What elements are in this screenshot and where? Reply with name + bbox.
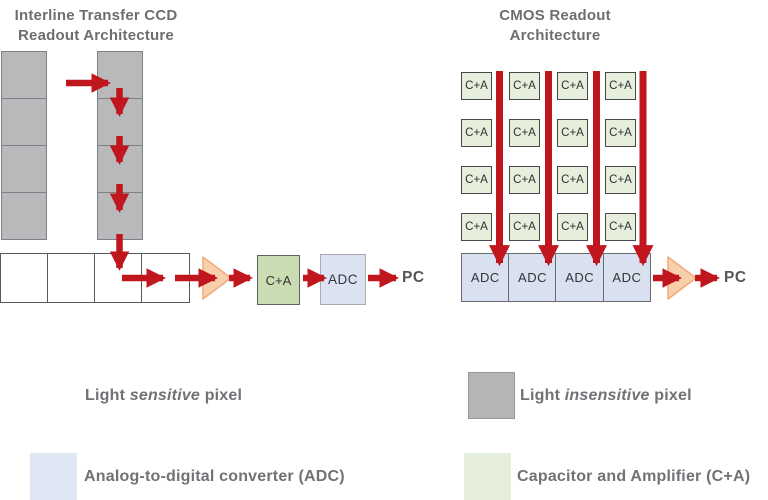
cmos-adc-row: ADC ADC ADC ADC (461, 253, 652, 302)
cmos-adc-box: ADC (555, 253, 605, 302)
cmos-title: CMOS Readout Architecture (459, 6, 651, 46)
ccd-title-line1: Interline Transfer CCD (14, 7, 178, 24)
insensitive-pixel (1, 192, 47, 240)
legend-text-segment: Capacitor and Amplifier (C+A) (517, 467, 751, 485)
cmos-ca-cell: C+A (461, 166, 492, 194)
amplifier-icon (667, 256, 697, 300)
sensitive-pixel (141, 253, 190, 303)
amplifier-icon (202, 256, 232, 300)
cmos-title-line2: Architecture (509, 27, 601, 44)
cmos-pc-label: PC (724, 269, 747, 286)
cmos-ca-cell: C+A (605, 72, 636, 100)
insensitive-pixel (97, 192, 143, 240)
insensitive-pixel (97, 51, 143, 99)
cmos-adc-box: ADC (461, 253, 510, 302)
insensitive-pixel (1, 98, 47, 146)
cmos-title-line1: CMOS Readout (499, 7, 611, 24)
legend-text-segment: pixel (649, 386, 692, 404)
cmos-ca-cell: C+A (461, 213, 492, 241)
legend-swatch-sensitive-pixel (30, 372, 77, 419)
cmos-ca-cell: C+A (557, 72, 588, 100)
insensitive-pixel (1, 51, 47, 99)
ccd-insensitive-column-2 (97, 51, 143, 240)
legend-label-sensitive-pixel: Light sensitive pixel (85, 372, 242, 419)
ccd-ca-box: C+A (257, 255, 300, 305)
cmos-ca-cell: C+A (605, 213, 636, 241)
cmos-ca-cell: C+A (461, 72, 492, 100)
cmos-ca-cell: C+A (509, 119, 540, 147)
cmos-ca-cell: C+A (605, 119, 636, 147)
legend-swatch-ca (464, 453, 511, 500)
ccd-sensitive-pixel-row (0, 253, 190, 303)
cmos-ca-cell: C+A (461, 119, 492, 147)
insensitive-pixel (97, 145, 143, 193)
ccd-title: Interline Transfer CCD Readout Architect… (0, 6, 192, 46)
cmos-ca-cell: C+A (557, 166, 588, 194)
cmos-ca-cell: C+A (557, 213, 588, 241)
cmos-ca-cell: C+A (509, 213, 540, 241)
sensitive-pixel (47, 253, 96, 303)
cmos-ca-cell: C+A (557, 119, 588, 147)
legend-label-ca: Capacitor and Amplifier (C+A) (517, 453, 750, 500)
cmos-ca-cell: C+A (605, 166, 636, 194)
ccd-pc-label: PC (402, 269, 425, 286)
ccd-insensitive-column-1 (1, 51, 47, 240)
legend-swatch-insensitive-pixel (468, 372, 515, 419)
legend-text-segment: Light (85, 386, 130, 404)
legend-text-segment: Light (520, 386, 565, 404)
legend-label-adc: Analog-to-digital converter (ADC) (84, 453, 345, 500)
legend-text-italic: insensitive (564, 386, 650, 404)
cmos-adc-box: ADC (602, 253, 652, 302)
insensitive-pixel (1, 145, 47, 193)
legend-text-segment: pixel (200, 386, 243, 404)
ccd-adc-box: ADC (320, 254, 366, 305)
sensitive-pixel (0, 253, 49, 303)
cmos-ca-cell: C+A (509, 72, 540, 100)
legend-swatch-adc (30, 453, 77, 500)
cmos-ca-cell: C+A (509, 166, 540, 194)
legend-label-insensitive-pixel: Light insensitive pixel (520, 372, 692, 419)
ccd-title-line2: Readout Architecture (18, 27, 174, 44)
legend-text-italic: sensitive (129, 386, 201, 404)
cmos-adc-box: ADC (508, 253, 557, 302)
insensitive-pixel (97, 98, 143, 146)
legend-text-segment: Analog-to-digital converter (ADC) (84, 467, 345, 485)
sensitive-pixel (94, 253, 143, 303)
